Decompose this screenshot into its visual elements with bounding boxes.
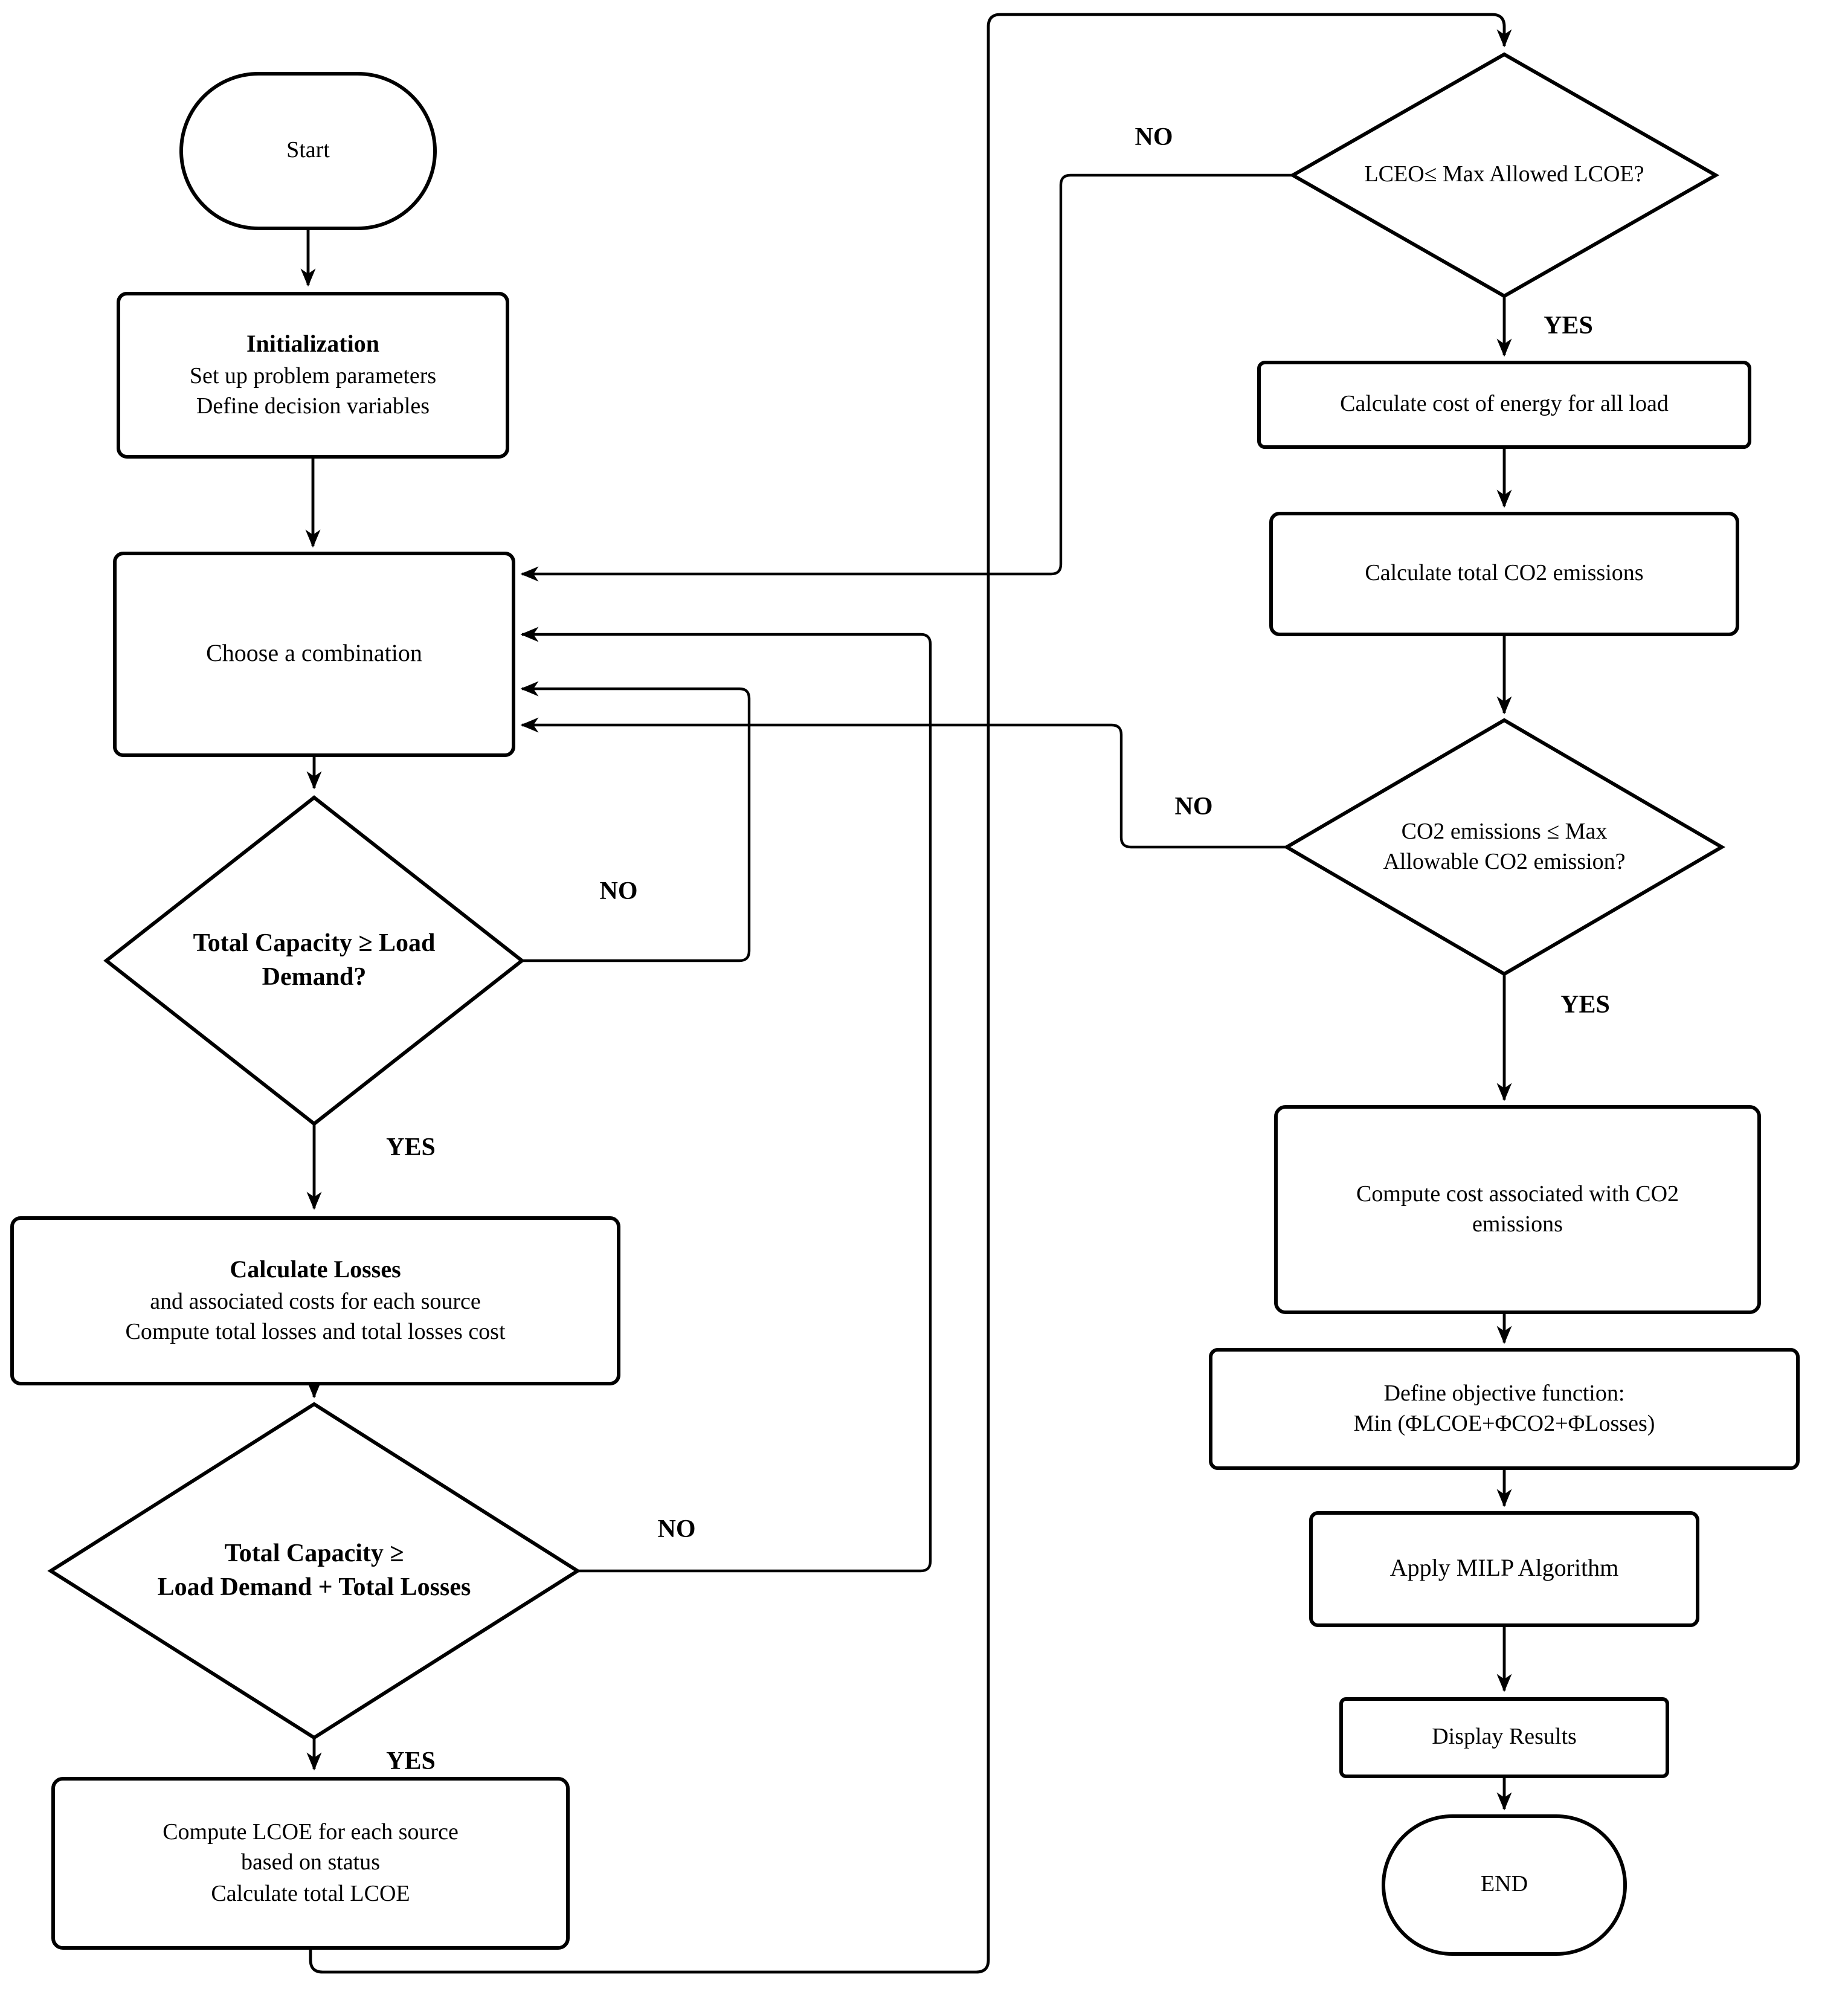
edge-decision1-no-feedback [520,681,751,962]
decision-capacity-vs-load-plus-losses-shape [47,1402,581,1740]
process-choose-combination-shape [113,552,515,757]
process-calculate-losses-shape [10,1216,620,1385]
decision-capacity-vs-load-shape [103,795,525,1126]
decision-lcoe-shape [1289,52,1720,298]
process-total-co2-emissions-shape [1269,512,1739,636]
edge-lcoedecision-no-feedback [520,173,1293,582]
process-objective-function-shape [1209,1348,1800,1470]
decision-co2-emissions-shape [1283,718,1725,976]
process-co2-cost-shape [1274,1105,1761,1314]
edge-co2decision-no-feedback [520,717,1287,849]
edge-decision2-no-feedback [520,627,932,1573]
process-cost-of-energy-shape [1257,361,1751,449]
process-initialization-shape [117,292,509,459]
edge-computelcoe-loop-to-lcoedecision [309,13,1512,1974]
process-apply-milp-shape [1309,1511,1699,1627]
terminator-end-shape [1382,1814,1627,1956]
terminator-start-shape [179,72,437,230]
process-display-results-shape [1339,1697,1669,1778]
process-compute-lcoe-shape [51,1777,570,1950]
